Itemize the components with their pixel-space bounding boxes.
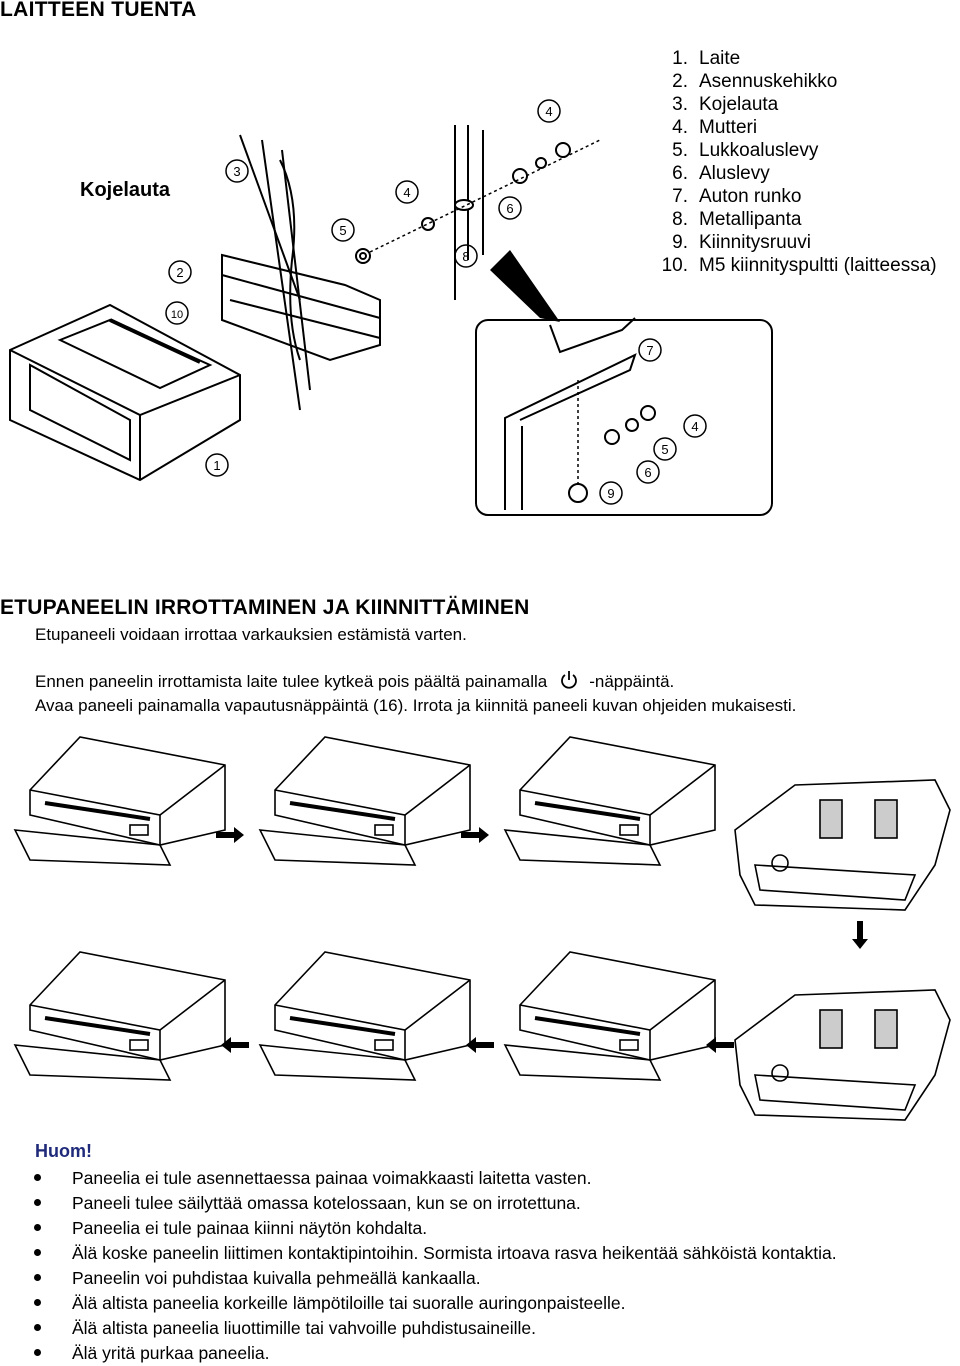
callout-1	[205, 453, 229, 477]
step-unit-4	[13, 951, 226, 1081]
list-item: Paneelia ei tule asennettaessa painaa vo…	[0, 1166, 837, 1191]
list-item: Älä yritä purkaa paneelia.	[0, 1341, 837, 1366]
arrow-left-icon	[706, 1037, 734, 1053]
svg-text:7: 7	[646, 343, 653, 358]
arrow-right-icon	[216, 827, 244, 843]
callout-6	[498, 196, 522, 220]
bullet-icon	[34, 1324, 41, 1331]
svg-text:9: 9	[607, 486, 614, 501]
callout-3	[225, 159, 249, 183]
callout-2	[168, 260, 192, 284]
bullet-icon	[34, 1274, 41, 1281]
list-item: Paneelin voi puhdistaa kuivalla pehmeäll…	[0, 1266, 837, 1291]
callout-4c	[683, 414, 707, 438]
svg-text:4: 4	[545, 104, 552, 119]
callout-10	[165, 301, 189, 325]
power-icon	[561, 671, 578, 689]
step-unit-6	[503, 951, 716, 1081]
step-case-2	[734, 989, 951, 1121]
notes-list: Paneelia ei tule asennettaessa painaa vo…	[0, 1166, 837, 1366]
notes-heading: Huom!	[35, 1141, 92, 1161]
callout-6b	[636, 460, 660, 484]
arrow-down-icon	[852, 921, 868, 949]
section-title-front-panel: ETUPANEELIN IRROTTAMINEN JA KIINNITTÄMIN…	[0, 596, 530, 619]
svg-text:4: 4	[403, 185, 410, 200]
parts-list-item: 1.Laite	[672, 48, 741, 69]
installation-diagram: Kojelauta 1 2 3 4 5 4 6 8 10 7 4 5 6 9	[9, 99, 773, 516]
step-unit-3	[503, 736, 716, 866]
svg-text:2: 2	[176, 265, 183, 280]
list-item: Paneeli tulee säilyttää omassa kotelossa…	[0, 1191, 837, 1216]
svg-text:6: 6	[644, 465, 651, 480]
parts-list-item: 8.Metallipanta	[672, 209, 802, 230]
svg-text:10: 10	[171, 309, 183, 321]
callout-9	[599, 481, 623, 505]
section-title-mounting: LAITTEEN TUENTA	[0, 0, 197, 21]
paragraph-release: Avaa paneeli painamalla vapautusnäppäint…	[35, 696, 797, 715]
svg-text:6: 6	[506, 201, 513, 216]
svg-text:5: 5	[661, 442, 668, 457]
parts-list-item: 4.Mutteri	[672, 117, 758, 138]
svg-text:4: 4	[691, 419, 698, 434]
callout-7	[638, 338, 662, 362]
list-item: Älä altista paneelia liuottimille tai va…	[0, 1316, 837, 1341]
bullet-icon	[34, 1299, 41, 1306]
step-unit-5	[258, 951, 471, 1081]
svg-text:8: 8	[462, 249, 469, 264]
parts-list-item: 5.Lukkoaluslevy	[672, 140, 819, 161]
parts-list-item: 10.M5 kiinnityspultti (laitteessa)	[661, 255, 937, 276]
svg-text:3: 3	[233, 164, 240, 179]
list-item: Paneelia ei tule painaa kiinni näytön ko…	[0, 1216, 837, 1241]
paragraph-intro: Etupaneeli voidaan irrottaa varkauksien …	[35, 625, 467, 644]
bullet-icon	[34, 1224, 41, 1231]
step-unit-1	[13, 736, 226, 866]
bullet-icon	[34, 1249, 41, 1256]
list-item: Älä altista paneelia korkeille lämpötilo…	[0, 1291, 837, 1316]
list-item: Älä koske paneelin liittimen kontaktipin…	[0, 1241, 837, 1266]
parts-list-item: 6.Aluslevy	[672, 163, 770, 184]
callout-8	[454, 244, 478, 268]
step-unit-2	[258, 736, 471, 866]
parts-list: 1.Laite 2.Asennuskehikko 3.Kojelauta 4.M…	[652, 47, 937, 277]
bullet-icon	[34, 1199, 41, 1206]
bullet-icon	[34, 1174, 41, 1181]
parts-list-item: 3.Kojelauta	[672, 94, 779, 115]
parts-list-item: 2.Asennuskehikko	[672, 71, 838, 92]
panel-removal-illustration	[13, 736, 951, 1121]
arrow-left-icon	[466, 1037, 494, 1053]
arrow-left-icon	[221, 1037, 249, 1053]
parts-list-item: 7.Auton runko	[672, 186, 802, 207]
callout-4b	[537, 99, 561, 123]
dashboard-label: Kojelauta	[80, 179, 171, 201]
paragraph-power-off: Ennen paneelin irrottamista laite tulee …	[35, 671, 675, 691]
bullet-icon	[34, 1349, 41, 1356]
callout-5b	[653, 437, 677, 461]
svg-text:1: 1	[213, 458, 220, 473]
callout-5	[331, 218, 355, 242]
step-case-1	[734, 779, 951, 911]
callout-4	[395, 180, 419, 204]
svg-text:5: 5	[339, 223, 346, 238]
parts-list-item: 9.Kiinnitysruuvi	[672, 232, 811, 253]
arrow-right-icon	[461, 827, 489, 843]
